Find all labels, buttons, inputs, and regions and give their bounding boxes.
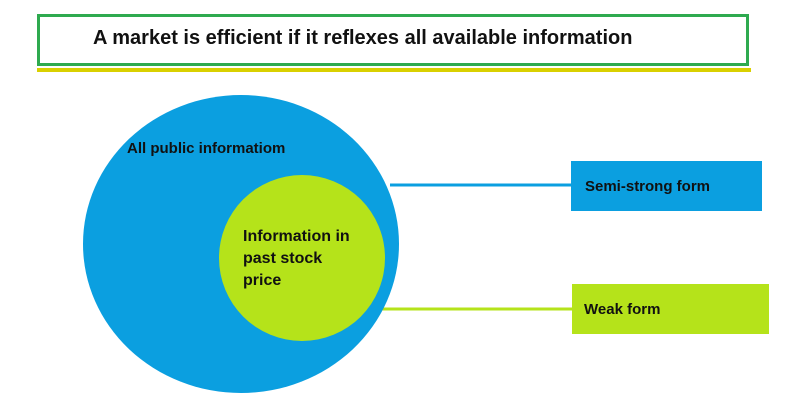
past-price-label-line: price [243,272,282,289]
title-box: A market is efficient if it reflexes all… [37,14,749,66]
semi-strong-form-box: Semi-strong form [571,161,762,211]
semi-strong-form-label: Semi-strong form [585,177,711,195]
past-price-circle [219,175,385,341]
past-price-label: Information in past stock price [243,226,383,292]
weak-form-box: Weak form [572,284,769,334]
past-price-label-line: Information in [243,228,350,245]
public-information-label: All public informatiom [127,140,286,157]
weak-form-label: Weak form [584,300,661,318]
past-price-label-line: past stock [243,250,323,267]
diagram-title: A market is efficient if it reflexes all… [93,27,633,49]
title-underline [37,68,751,72]
